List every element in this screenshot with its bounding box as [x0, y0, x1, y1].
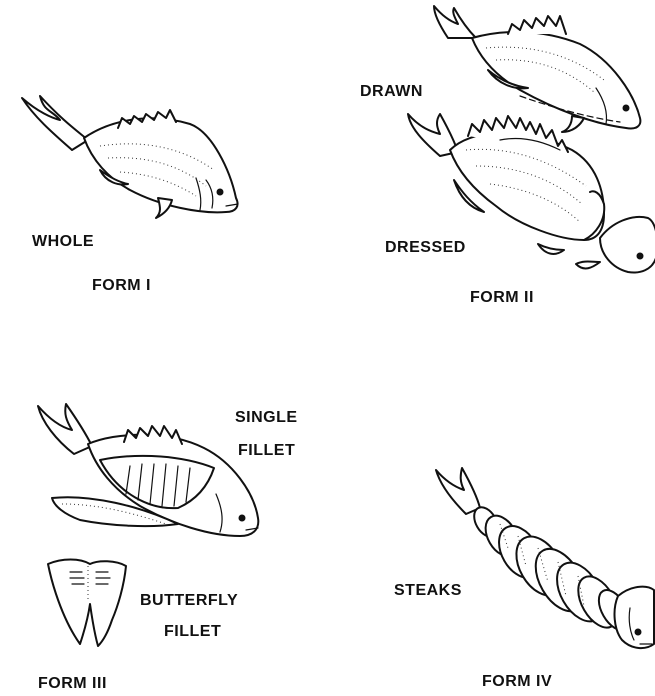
label-single-fillet-line2: FILLET	[238, 443, 295, 459]
label-butterfly-fillet-line1: BUTTERFLY	[140, 593, 238, 609]
label-form-iv: FORM IV	[482, 674, 552, 690]
whole-fish-illustration	[22, 96, 238, 218]
single-fillet-illustration	[38, 404, 258, 536]
steaks-illustration	[436, 468, 654, 648]
label-dressed: DRESSED	[385, 240, 466, 256]
label-butterfly-fillet-line2: FILLET	[164, 624, 221, 640]
butterfly-fillet-illustration	[48, 560, 126, 647]
label-steaks: STEAKS	[394, 583, 462, 599]
label-form-ii: FORM II	[470, 290, 534, 306]
label-form-iii: FORM III	[38, 676, 107, 692]
label-drawn: DRAWN	[360, 84, 423, 100]
label-whole: WHOLE	[32, 234, 94, 250]
label-single-fillet-line1: SINGLE	[235, 410, 298, 426]
label-form-i: FORM I	[92, 278, 151, 294]
drawn-fish-illustration	[434, 6, 640, 132]
